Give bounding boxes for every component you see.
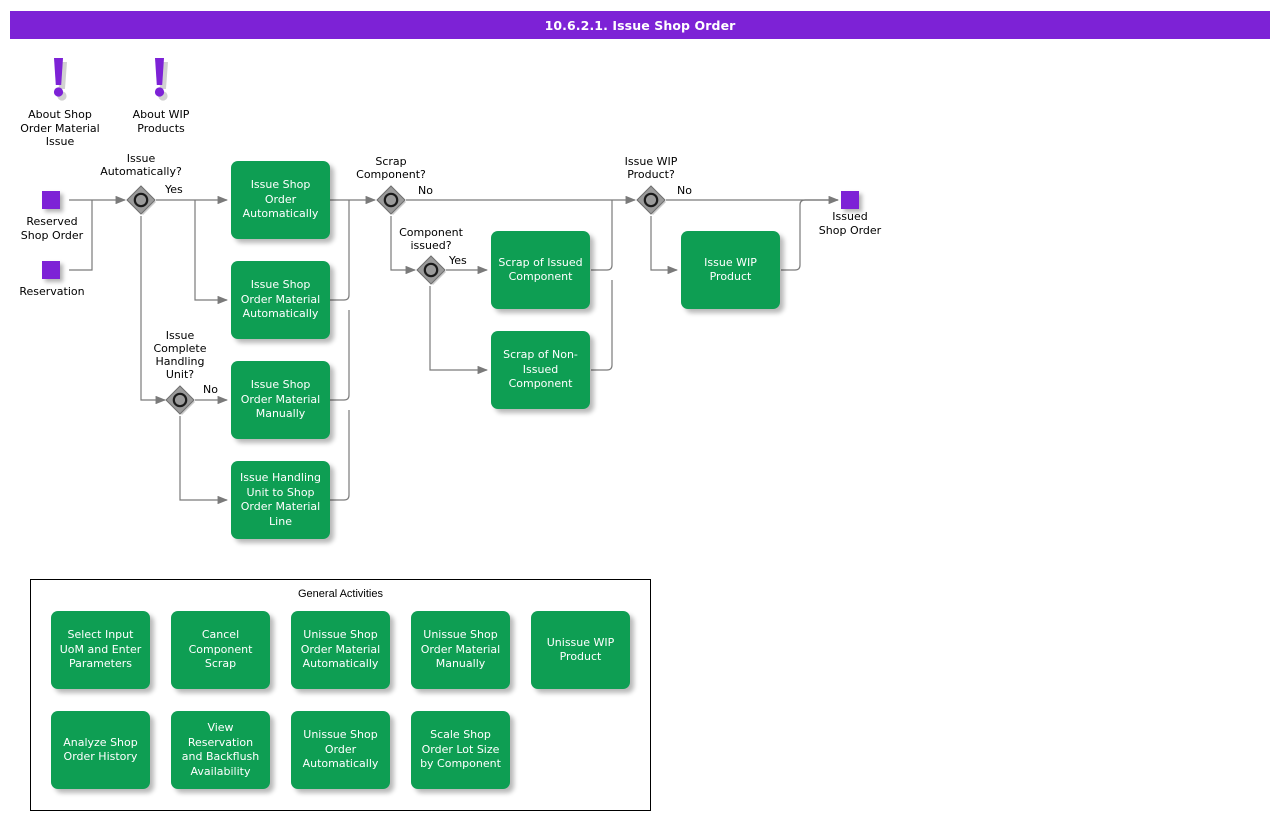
- general-activity-select-input-uom-and-enter-parameters[interactable]: Select Input UoM and Enter Parameters: [51, 611, 150, 689]
- general-activity-label: Unissue Shop Order Material Automaticall…: [300, 628, 381, 671]
- general-activity-label: View Reservation and Backflush Availabil…: [181, 721, 260, 778]
- general-activity-unissue-shop-order-automatically[interactable]: Unissue Shop Order Automatically: [291, 711, 390, 789]
- gateway-diamond-icon: [416, 255, 446, 285]
- general-activity-view-reservation-and-backflush-availability[interactable]: View Reservation and Backflush Availabil…: [171, 711, 270, 789]
- task-scrap-of-issued-component[interactable]: Scrap of Issued Component: [491, 231, 590, 309]
- branch-label-issue-complete-handling-unit: No: [203, 383, 218, 396]
- task-label: Issue Handling Unit to Shop Order Materi…: [240, 471, 321, 528]
- task-issue-shop-order-automatically[interactable]: Issue Shop Order Automatically: [231, 161, 330, 239]
- task-scrap-of-non-issued-component[interactable]: Scrap of Non- Issued Component: [491, 331, 590, 409]
- info-marker-label-about-shop-order-material-issue: About Shop Order Material Issue: [20, 108, 100, 148]
- exclamation-icon: [53, 58, 67, 101]
- general-activity-unissue-shop-order-material-manually[interactable]: Unissue Shop Order Material Manually: [411, 611, 510, 689]
- gateway-diamond-icon: [126, 185, 156, 215]
- task-issue-shop-order-material-automatically[interactable]: Issue Shop Order Material Automatically: [231, 261, 330, 339]
- window-title-bar: 10.6.2.1. Issue Shop Order: [10, 11, 1270, 39]
- branch-label-issue-automatically: Yes: [165, 183, 183, 196]
- info-marker-about-wip-products[interactable]: [149, 58, 173, 104]
- gateway-question-issue-automatically: Issue Automatically?: [100, 152, 182, 178]
- gateway-question-issue-complete-handling-unit: Issue Complete Handling Unit?: [153, 329, 207, 381]
- gateway-diamond-icon: [165, 385, 195, 415]
- state-label-issued-shop-order: Issued Shop Order: [818, 210, 882, 237]
- general-activity-unissue-wip-product[interactable]: Unissue WIP Product: [531, 611, 630, 689]
- state-reservation[interactable]: [42, 261, 60, 279]
- info-marker-label-about-wip-products: About WIP Products: [132, 108, 190, 135]
- branch-label-issue-wip-product: No: [677, 184, 692, 197]
- state-label-reservation: Reservation: [19, 285, 85, 298]
- general-activities-panel: General Activities Select Input UoM and …: [30, 579, 651, 811]
- gateway-component-issued[interactable]: [416, 255, 446, 285]
- general-activities-title: General Activities: [298, 588, 383, 600]
- task-label: Issue Shop Order Material Automatically: [240, 278, 321, 321]
- general-activity-label: Analyze Shop Order History: [63, 735, 138, 764]
- general-activity-label: Unissue Shop Order Automatically: [302, 728, 379, 771]
- task-label: Scrap of Non- Issued Component: [503, 348, 578, 391]
- task-label: Scrap of Issued Component: [498, 255, 583, 284]
- gateway-issue-wip-product[interactable]: [636, 185, 666, 215]
- task-issue-shop-order-material-manually[interactable]: Issue Shop Order Material Manually: [231, 361, 330, 439]
- state-issued-shop-order[interactable]: [841, 191, 859, 209]
- general-activity-analyze-shop-order-history[interactable]: Analyze Shop Order History: [51, 711, 150, 789]
- gateway-diamond-icon: [636, 185, 666, 215]
- page-title: 10.6.2.1. Issue Shop Order: [544, 17, 736, 33]
- general-activity-unissue-shop-order-material-automatically[interactable]: Unissue Shop Order Material Automaticall…: [291, 611, 390, 689]
- gateway-scrap-component[interactable]: [376, 185, 406, 215]
- task-label: Issue WIP Product: [704, 255, 757, 284]
- info-marker-about-shop-order-material-issue[interactable]: [48, 58, 72, 104]
- general-activity-scale-shop-order-lot-size-by-component[interactable]: Scale Shop Order Lot Size by Component: [411, 711, 510, 789]
- general-activity-label: Select Input UoM and Enter Parameters: [59, 628, 142, 671]
- task-label: Issue Shop Order Automatically: [242, 178, 319, 221]
- state-label-reserved-shop-order: Reserved Shop Order: [20, 215, 84, 242]
- gateway-issue-automatically[interactable]: [126, 185, 156, 215]
- general-activity-cancel-component-scrap[interactable]: Cancel Component Scrap: [171, 611, 270, 689]
- general-activity-label: Unissue Shop Order Material Manually: [420, 628, 501, 671]
- branch-label-component-issued: Yes: [449, 254, 467, 267]
- task-issue-handling-unit-to-shop-order-material-line[interactable]: Issue Handling Unit to Shop Order Materi…: [231, 461, 330, 539]
- gateway-question-scrap-component: Scrap Component?: [356, 155, 426, 181]
- gateway-issue-complete-handling-unit[interactable]: [165, 385, 195, 415]
- general-activity-label: Scale Shop Order Lot Size by Component: [420, 728, 501, 771]
- task-issue-wip-product[interactable]: Issue WIP Product: [681, 231, 780, 309]
- gateway-diamond-icon: [376, 185, 406, 215]
- gateway-question-issue-wip-product: Issue WIP Product?: [624, 155, 678, 181]
- exclamation-icon: [154, 58, 168, 101]
- branch-label-scrap-component: No: [418, 184, 433, 197]
- state-reserved-shop-order[interactable]: [42, 191, 60, 209]
- task-label: Issue Shop Order Material Manually: [240, 378, 321, 421]
- gateway-question-component-issued: Component issued?: [399, 226, 463, 252]
- general-activity-label: Cancel Component Scrap: [188, 628, 253, 671]
- general-activity-label: Unissue WIP Product: [546, 635, 615, 664]
